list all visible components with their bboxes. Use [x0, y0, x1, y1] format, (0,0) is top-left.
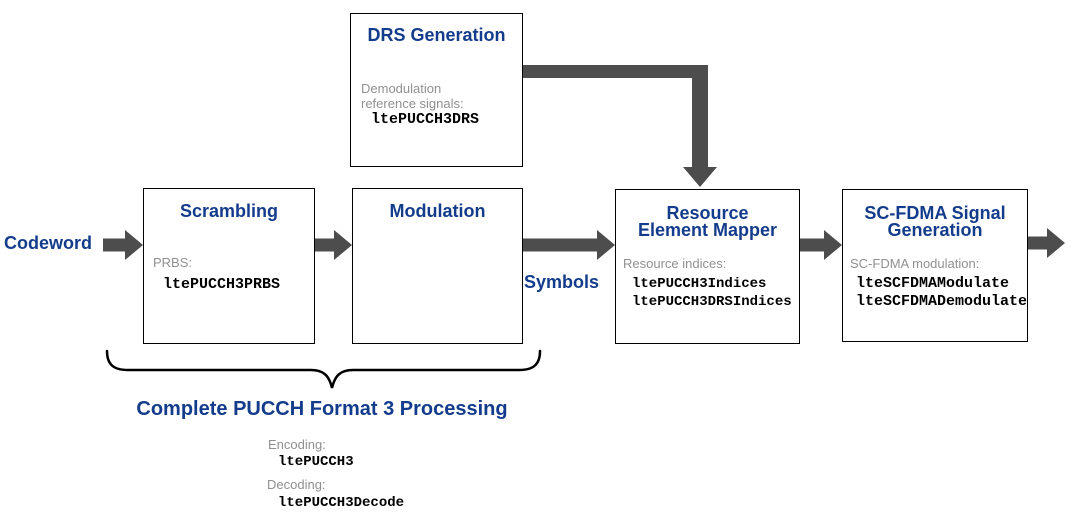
codeword-label: Codeword — [4, 233, 92, 253]
block-title-line: Resource — [666, 203, 749, 223]
block-drs-generation: DRS Generation Demodulation reference si… — [350, 13, 523, 167]
decoding-function-name: ltePUCCH3Decode — [278, 495, 405, 511]
block-title: Resource Element Mapper — [616, 190, 799, 239]
block-function-name: lteSCFDMAModulate — [856, 275, 1010, 292]
block-scrambling: Scrambling PRBS: ltePUCCH3PRBS — [143, 188, 315, 344]
block-function-name: ltePUCCH3DRS — [371, 111, 480, 128]
block-title: Scrambling — [179, 201, 279, 221]
block-scfdma-signal-generation: SC-FDMA Signal Generation SC-FDMA modula… — [842, 189, 1028, 342]
curly-brace-icon — [105, 349, 542, 389]
brace-label: Complete PUCCH Format 3 Processing — [136, 398, 508, 420]
drs-to-mapper-elbow-arrow-icon — [523, 65, 717, 187]
block-modulation: Modulation — [352, 188, 523, 344]
symbols-label: Symbols — [524, 272, 600, 292]
mapper-to-scfdma-arrow-icon — [800, 230, 842, 260]
block-title-line: SC-FDMA Signal — [864, 203, 1006, 223]
scrambling-to-modulation-arrow-icon — [315, 230, 352, 260]
block-caption: PRBS: — [153, 255, 193, 270]
codeword-input-arrow-icon — [103, 230, 143, 260]
decoding-label: Decoding: — [267, 477, 326, 492]
block-title: Modulation — [389, 201, 486, 221]
block-caption: SC-FDMA modulation: — [850, 256, 980, 271]
block-title-line: Generation — [887, 220, 983, 240]
scfdma-output-arrow-icon — [1028, 228, 1065, 258]
modulation-to-mapper-arrow-icon — [523, 230, 615, 260]
block-function-name: ltePUCCH3DRSIndices — [632, 294, 792, 310]
block-caption: Resource indices: — [623, 256, 727, 271]
block-title: SC-FDMA Signal Generation — [843, 190, 1027, 239]
block-function-name: ltePUCCH3Indices — [632, 276, 767, 292]
encoding-function-name: ltePUCCH3 — [278, 454, 354, 470]
block-title: DRS Generation — [367, 25, 506, 45]
block-caption: Demodulation reference signals: — [361, 81, 464, 111]
block-function-name: ltePUCCH3PRBS — [163, 276, 281, 293]
block-title-line: Element Mapper — [637, 220, 778, 240]
encoding-label: Encoding: — [268, 437, 326, 452]
block-resource-element-mapper: Resource Element Mapper Resource indices… — [615, 189, 800, 344]
block-function-name: lteSCFDMADemodulate — [856, 293, 1028, 310]
